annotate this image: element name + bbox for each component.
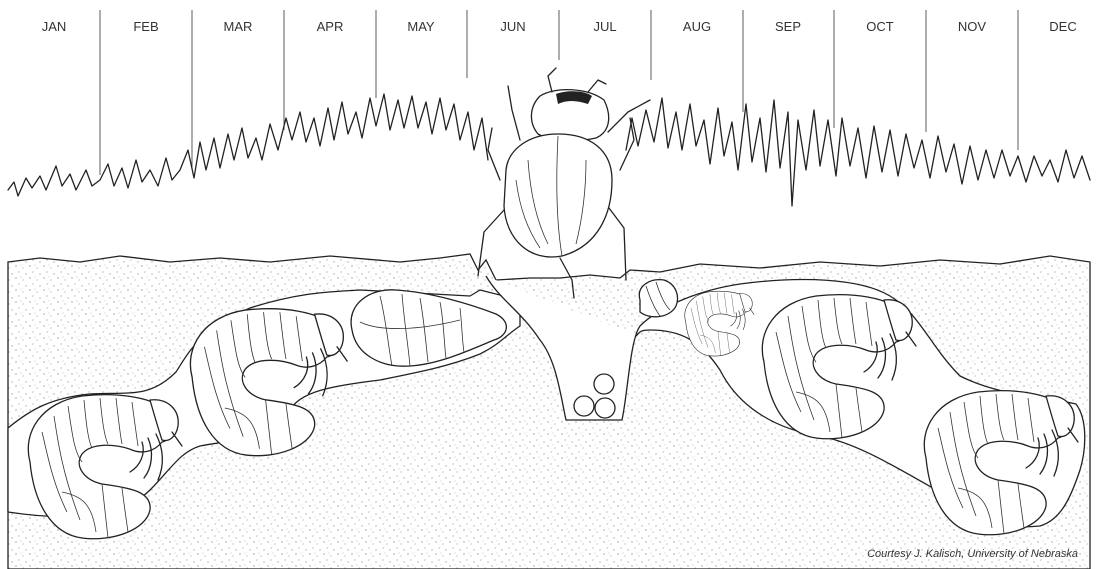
month-label: OCT: [866, 19, 894, 34]
adult-beetle: [478, 68, 650, 298]
month-label: FEB: [133, 19, 158, 34]
month-label: APR: [317, 19, 344, 34]
month-label: AUG: [683, 19, 711, 34]
month-label: JAN: [42, 19, 67, 34]
month-label: MAY: [407, 19, 435, 34]
month-label: SEP: [775, 19, 801, 34]
month-label: NOV: [958, 19, 987, 34]
image-credit: Courtesy J. Kalisch, University of Nebra…: [867, 548, 1078, 560]
month-label: JUL: [593, 19, 616, 34]
grass: [626, 98, 1090, 206]
month-label: DEC: [1049, 19, 1076, 34]
grass: [8, 94, 488, 196]
month-label: JUN: [500, 19, 525, 34]
young-larva: [639, 280, 677, 317]
month-label: MAR: [224, 19, 253, 34]
